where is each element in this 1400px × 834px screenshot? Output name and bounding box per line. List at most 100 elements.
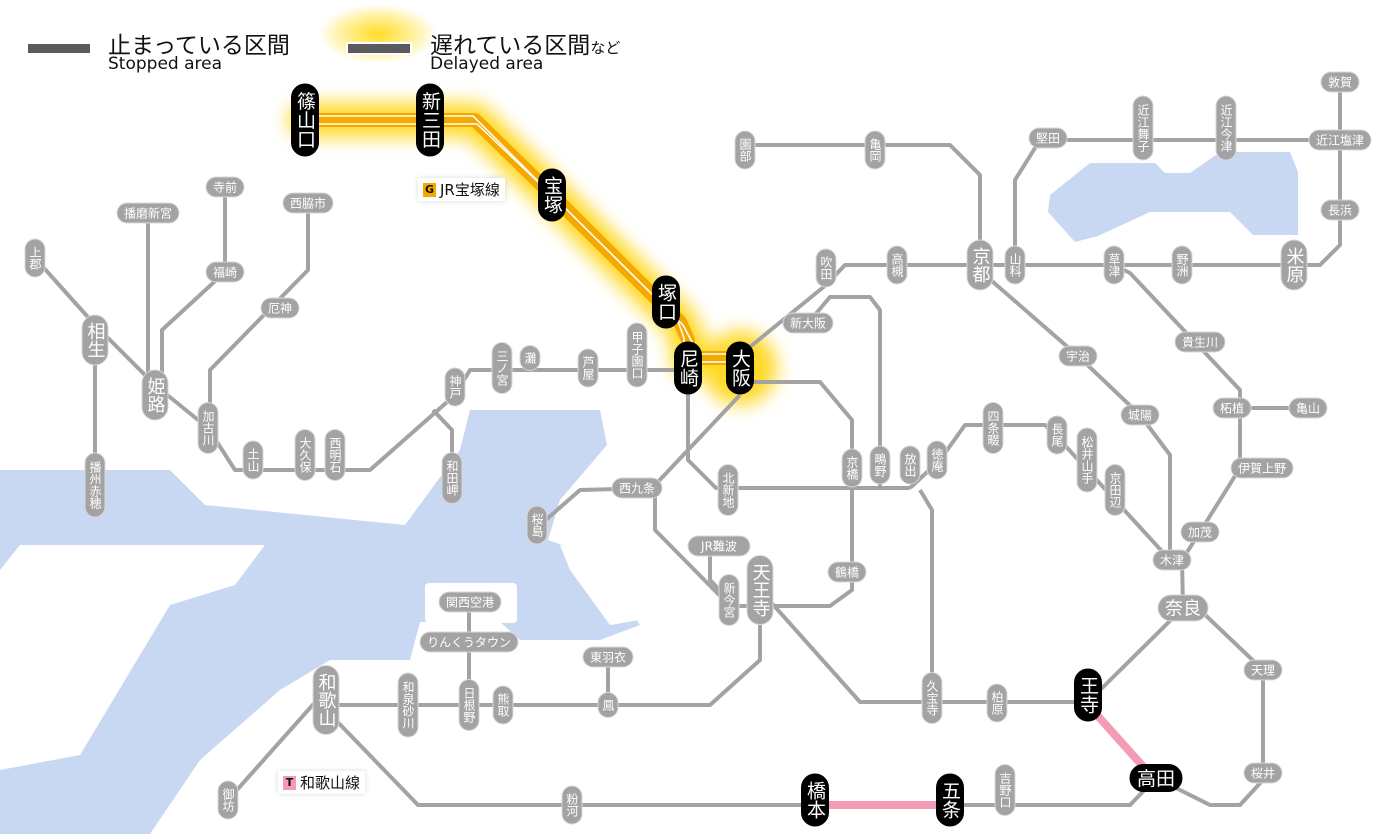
rail-line-segment[interactable] (806, 295, 882, 488)
station-shigino[interactable]: 鴫野 (869, 445, 891, 485)
station-kakogawa[interactable]: 加古川 (197, 402, 219, 454)
station-kashiwara[interactable]: 柏原 (986, 683, 1008, 723)
station-nada[interactable]: 灘 (519, 345, 541, 371)
station-shijonawate[interactable]: 四条畷 (982, 402, 1004, 454)
station-ashiya[interactable]: 芦屋 (577, 348, 599, 388)
station-takarazuka[interactable]: 宝塚 (538, 168, 566, 222)
station-omishiotsu[interactable]: 近江塩津 (1308, 129, 1372, 151)
station-uji[interactable]: 宇治 (1058, 345, 1098, 367)
station-teramae[interactable]: 寺前 (205, 176, 245, 198)
station-takatsuki[interactable]: 高槻 (886, 245, 908, 285)
station-tokuan[interactable]: 徳庵 (926, 440, 948, 480)
rail-line-segment[interactable] (653, 380, 854, 608)
station-sonobe[interactable]: 園部 (734, 130, 756, 170)
station-otori[interactable]: 鳳 (597, 692, 619, 718)
station-katata[interactable]: 堅田 (1028, 127, 1068, 149)
station-hineno[interactable]: 日根野 (458, 679, 480, 731)
station-okubo[interactable]: 大久保 (294, 429, 316, 481)
rail-line-segment[interactable] (758, 588, 1185, 704)
line-wakayama-stopped[interactable] (815, 702, 1151, 809)
rail-line-segment[interactable] (160, 187, 227, 395)
rail-line-segment[interactable] (686, 380, 910, 490)
rail-line-segment[interactable] (1013, 138, 1340, 265)
station-higashihagoromo[interactable]: 東羽衣 (582, 646, 634, 668)
station-amagasaki[interactable]: 尼崎 (674, 341, 702, 395)
station-yamashina[interactable]: 山科 (1004, 245, 1026, 285)
station-sasayamaguchi[interactable]: 篠山口 (291, 83, 319, 157)
station-tsuruhashi[interactable]: 鶴橋 (827, 561, 867, 583)
rail-line-segment[interactable] (950, 776, 1158, 807)
station-nagao[interactable]: 長尾 (1046, 415, 1068, 455)
station-suita[interactable]: 吹田 (815, 248, 837, 288)
station-kamo[interactable]: 加茂 (1180, 521, 1220, 543)
station-nara[interactable]: 奈良 (1157, 594, 1209, 622)
station-aioi[interactable]: 相生 (81, 314, 109, 366)
station-kameoka[interactable]: 亀岡 (864, 130, 886, 170)
station-gojo[interactable]: 五条 (936, 773, 964, 827)
rail-line-segment[interactable] (918, 488, 934, 702)
station-omimaiko[interactable]: 近江舞子 (1132, 95, 1154, 161)
station-sakurajima[interactable]: 桜島 (526, 505, 548, 545)
station-kobe[interactable]: 神戸 (444, 367, 466, 407)
rail-line-segment[interactable] (326, 605, 762, 707)
station-tsuge[interactable]: 柘植 (1212, 397, 1252, 419)
station-banshuako[interactable]: 播州赤穂 (84, 452, 106, 518)
station-yoshinoguchi[interactable]: 吉野口 (994, 764, 1016, 816)
rail-line-segment[interactable] (745, 143, 982, 265)
station-jrnamba[interactable]: JR難波 (687, 535, 751, 557)
station-yasu[interactable]: 野洲 (1171, 245, 1193, 285)
station-tenri[interactable]: 天理 (1243, 659, 1283, 681)
station-kusatsu[interactable]: 草津 (1103, 245, 1125, 285)
station-sannomiya[interactable]: 三ノ宮 (491, 342, 513, 394)
rail-line-segment[interactable] (908, 423, 1172, 562)
station-kizu[interactable]: 木津 (1152, 549, 1192, 571)
station-nishiakashi[interactable]: 西明石 (324, 429, 346, 481)
line-badge-takarazuka[interactable]: G JR宝塚線 (418, 178, 505, 201)
station-kansaiairport[interactable]: 関西空港 (438, 591, 502, 613)
line-badge-wakayama[interactable]: T 和歌山線 (278, 771, 366, 794)
station-tsuchiyama[interactable]: 土山 (242, 440, 264, 480)
station-shinsanda[interactable]: 新三田 (416, 83, 444, 157)
station-fukusaki[interactable]: 福崎 (205, 261, 245, 283)
station-sakurai[interactable]: 桜井 (1243, 762, 1283, 784)
station-harimashingu[interactable]: 播磨新宮 (116, 202, 180, 224)
station-osaka[interactable]: 大阪 (726, 341, 754, 395)
station-joyo[interactable]: 城陽 (1120, 404, 1160, 426)
station-hashimoto[interactable]: 橋本 (801, 773, 829, 827)
station-kumatori[interactable]: 熊取 (492, 685, 514, 725)
station-gobo[interactable]: 御坊 (217, 780, 239, 820)
rail-line-segment[interactable] (324, 708, 815, 807)
station-kamigori[interactable]: 上郡 (24, 238, 46, 278)
station-kameyama[interactable]: 亀山 (1288, 397, 1328, 419)
station-tsuruga[interactable]: 敦賀 (1320, 71, 1360, 93)
station-yakujin[interactable]: 厄神 (260, 297, 300, 319)
station-izumisunagawa[interactable]: 和泉砂川 (397, 672, 419, 738)
rail-line-segment[interactable] (226, 688, 328, 802)
station-nagahama[interactable]: 長浜 (1320, 199, 1360, 221)
station-kibukawa[interactable]: 貴生川 (1174, 331, 1226, 353)
rail-line-segment[interactable] (208, 203, 310, 428)
station-igaueno[interactable]: 伊賀上野 (1230, 457, 1294, 479)
station-matsuiyamate[interactable]: 松井山手 (1076, 427, 1098, 493)
station-oji[interactable]: 王寺 (1074, 668, 1102, 722)
station-kitashinchi[interactable]: 北新地 (717, 464, 739, 516)
station-wakayama[interactable]: 和歌山 (312, 665, 340, 735)
station-koshienguchi[interactable]: 甲子園口 (626, 322, 648, 388)
station-takada[interactable]: 高田 (1129, 764, 1183, 792)
station-kyoto[interactable]: 京都 (966, 239, 994, 291)
station-kyobashi[interactable]: 京橋 (841, 448, 863, 488)
station-omiimazu[interactable]: 近江今津 (1215, 95, 1237, 161)
station-tennoji[interactable]: 天王寺 (746, 555, 774, 625)
station-kokawa[interactable]: 粉河 (561, 785, 583, 825)
station-maibara[interactable]: 米原 (1280, 239, 1308, 291)
station-shinosaka[interactable]: 新大阪 (782, 312, 834, 334)
station-himeji[interactable]: 姫路 (141, 369, 169, 421)
station-nishikujo[interactable]: 西九条 (611, 477, 663, 499)
station-wadamisaki[interactable]: 和田岬 (441, 452, 463, 504)
station-shinimamiya[interactable]: 新今宮 (718, 574, 740, 626)
station-hanaten[interactable]: 放出 (899, 445, 921, 485)
station-kyotanabe[interactable]: 京田辺 (1104, 464, 1126, 516)
station-nishiwaki[interactable]: 西脇市 (282, 192, 334, 214)
station-rinkutown[interactable]: りんくうタウン (419, 631, 519, 653)
station-kyuhoji[interactable]: 久宝寺 (921, 672, 943, 724)
